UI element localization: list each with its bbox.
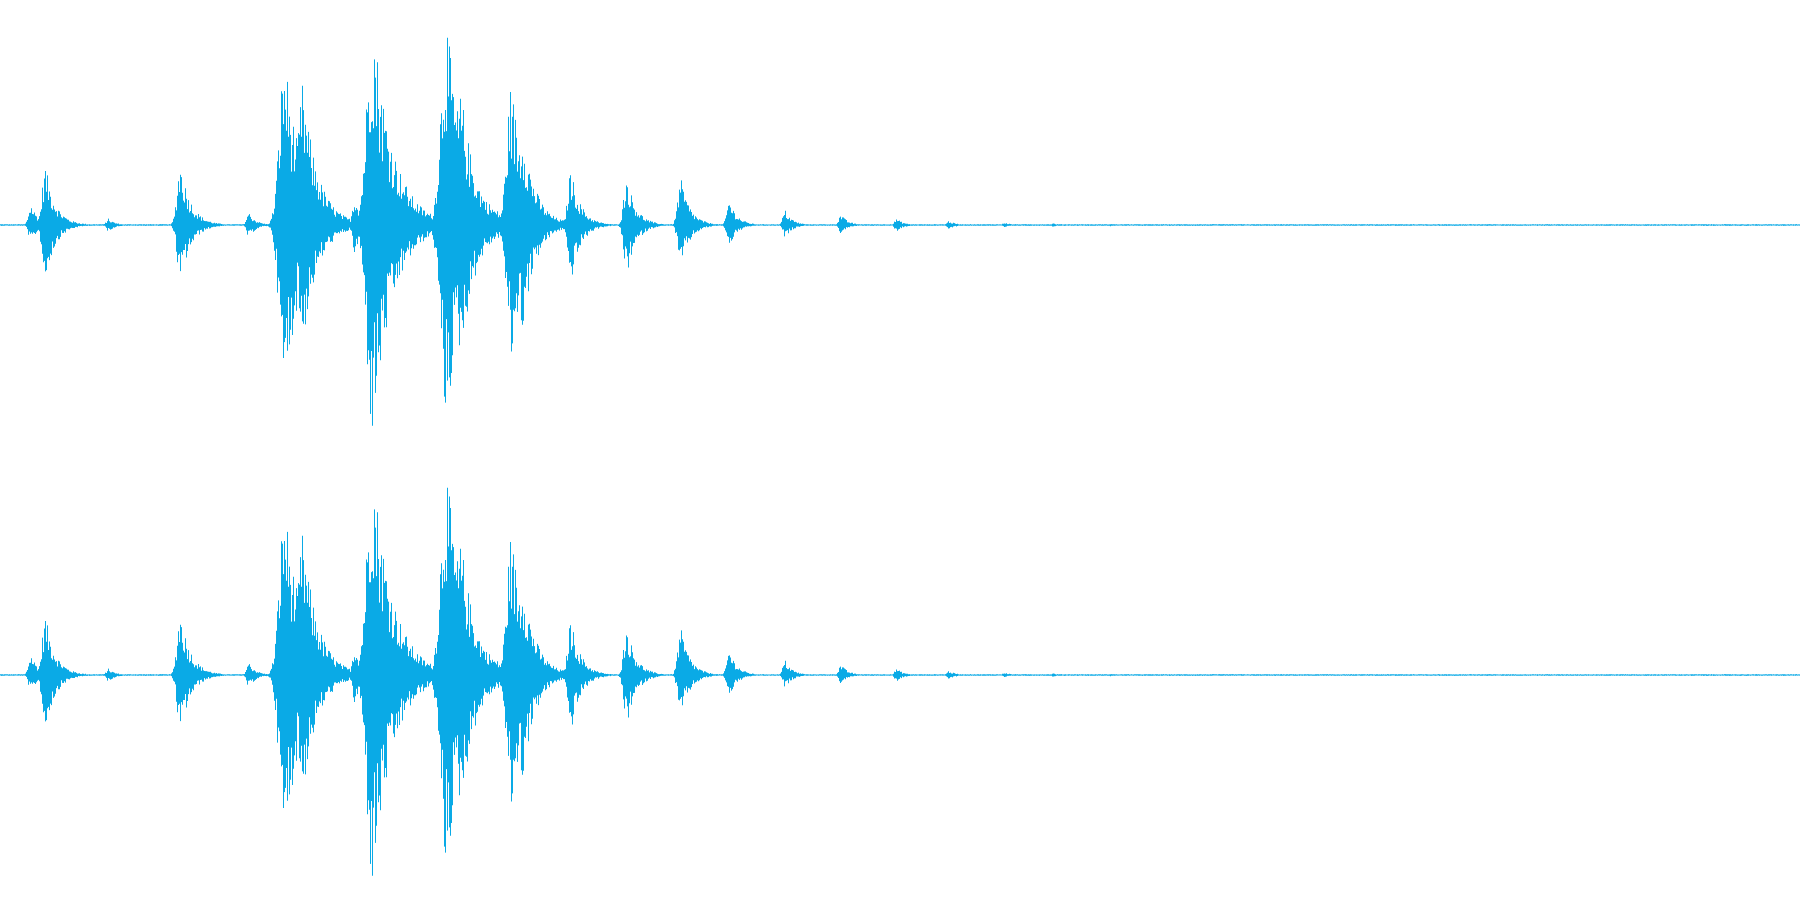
waveform-samples bbox=[0, 37, 1800, 426]
waveform-channel-1 bbox=[0, 37, 1800, 426]
waveform-samples bbox=[0, 487, 1800, 876]
waveform-channel-2 bbox=[0, 487, 1800, 876]
